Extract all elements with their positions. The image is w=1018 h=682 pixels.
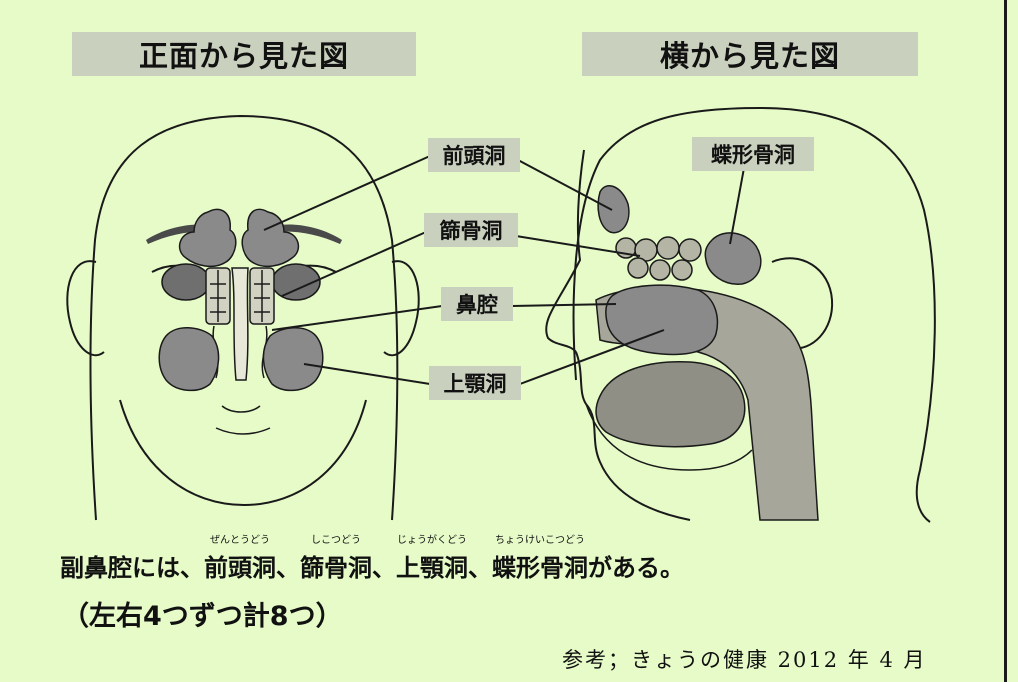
frame-edge [1004,0,1007,682]
front-face-outline [66,114,420,521]
caption-prefix: 副鼻腔には、 [60,554,204,582]
side-ethmoid-sinus [615,236,702,281]
label-frontal-sinus: 前頭洞 [428,138,520,172]
caption-separator: 、 [468,554,492,582]
caption-count-note: （左右4つずつ計8つ） [62,601,343,632]
caption-term-maxillary-text: 上顎洞 [396,554,468,582]
front-frontal-sinus [178,208,300,268]
front-orbits [161,263,321,301]
label-nasal-cavity: 鼻腔 [441,287,513,321]
caption-term-ethmoid: しこつどう篩骨洞 [300,535,372,583]
side-head-outline [545,106,936,523]
front-maxillary-sinus [158,327,324,392]
caption-term-frontal-text: 前頭洞 [204,554,276,582]
caption-reading-maxillary: じょうがくどう [397,535,467,546]
sinus-diagram [66,106,936,523]
label-ethmoid-sinus: 篩骨洞 [424,213,518,247]
caption-reading-frontal: ぜんとうどう [210,535,270,546]
caption-line: 副鼻腔には、ぜんとうどう前頭洞、しこつどう篩骨洞、じょうがくどう上顎洞、ちょうけ… [60,535,684,583]
caption-suffix: がある。 [588,554,684,582]
caption-separator: 、 [276,554,300,582]
label-maxillary-sinus: 上顎洞 [429,366,521,400]
side-tongue [595,361,746,448]
caption-reading-sphenoid: ちょうけいこつどう [495,535,585,546]
side-sphenoid-sinus [704,232,762,285]
front-nose-mouth [215,405,271,435]
front-ethmoid-sinus [205,267,275,325]
caption-term-ethmoid-text: 篩骨洞 [300,554,372,582]
reference-citation: 参考；きょうの健康 2012 年 4 月 [562,648,927,672]
caption-term-sphenoid: ちょうけいこつどう蝶形骨洞 [492,535,588,583]
caption-term-maxillary: じょうがくどう上顎洞 [396,535,468,583]
leader-lines [263,155,745,385]
label-sphenoid-sinus: 蝶形骨洞 [692,137,814,171]
side-maxillary-sinus [605,284,719,356]
caption-reading-ethmoid: しこつどう [311,535,361,546]
side-frontal-sinus [597,185,630,234]
front-view-title: 正面から見た図 [72,32,416,76]
side-view-title: 横から見た図 [582,32,918,76]
caption-separator: 、 [372,554,396,582]
side-jaw [585,403,753,471]
caption-term-sphenoid-text: 蝶形骨洞 [492,554,588,582]
caption-term-frontal: ぜんとうどう前頭洞 [204,535,276,583]
